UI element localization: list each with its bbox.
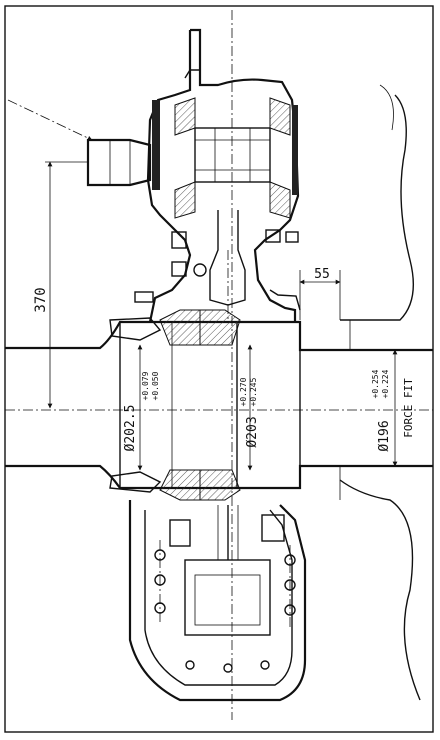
upper-fittings	[134, 229, 301, 311]
dimension-55: 55	[299, 267, 341, 320]
lower-housing	[128, 500, 307, 702]
bore-2-upper-tol: +0.270	[239, 377, 248, 406]
dimension-370: 370	[33, 161, 88, 409]
bore-dimension-3: Ø196 +0.254 +0.224 FORCE FIT	[371, 349, 415, 467]
leader-line	[7, 99, 93, 141]
shaft-bearing-upper	[109, 309, 241, 346]
dimension-55-label: 55	[314, 267, 330, 282]
dimension-370-label: 370	[33, 287, 49, 312]
bore-2-lower-tol: +0.245	[249, 377, 258, 406]
shaft-bearing-lower	[109, 469, 241, 501]
bore-dimension-1: Ø202.5 +0.079 +0.050	[123, 344, 160, 471]
shaft	[5, 320, 433, 490]
force-fit-note: FORCE FIT	[402, 378, 415, 438]
bore-3-nominal: Ø196	[377, 420, 392, 451]
drawing-frame	[4, 5, 434, 733]
bore-1-nominal: Ø202.5	[123, 405, 138, 452]
right-broken-part	[339, 84, 421, 701]
bore-2-nominal: Ø203	[245, 416, 260, 447]
bore-1-lower-tol: +0.050	[151, 371, 160, 400]
upper-housing	[86, 28, 300, 323]
bore-dimension-2: Ø203 +0.270 +0.245	[239, 344, 260, 471]
bore-1-upper-tol: +0.079	[141, 371, 150, 400]
bore-3-upper-tol: +0.254	[371, 369, 380, 398]
bore-3-lower-tol: +0.224	[381, 369, 390, 398]
